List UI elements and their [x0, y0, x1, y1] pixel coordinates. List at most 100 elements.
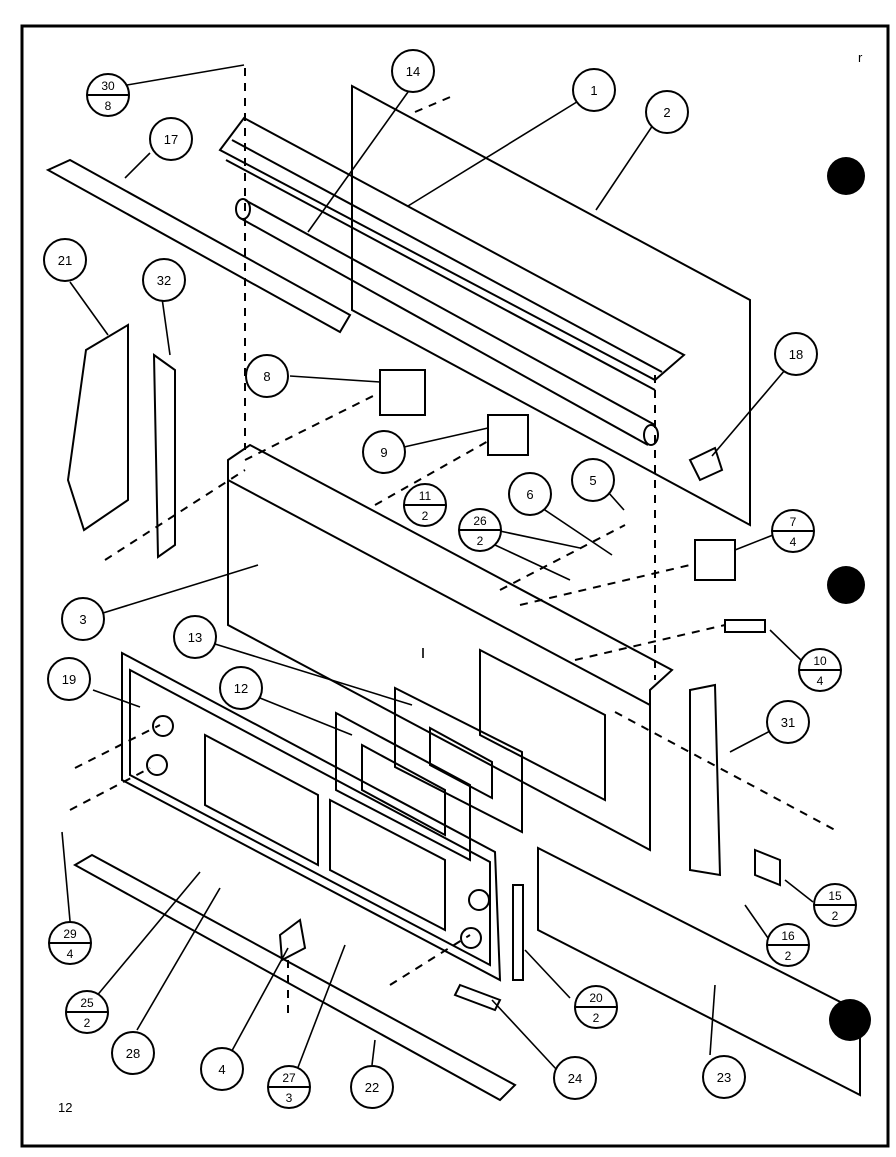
alignment-line	[414, 94, 456, 113]
callout-circle	[572, 68, 616, 112]
alignment-line	[389, 934, 471, 986]
leader-line	[227, 947, 289, 1059]
callout-label: 32	[157, 273, 171, 288]
callout-circle	[702, 1055, 746, 1099]
leader-line	[729, 729, 773, 753]
callout-label: 21	[58, 253, 72, 268]
part-window-inner	[429, 726, 493, 800]
leader-line	[124, 152, 151, 179]
part-display-bezel	[335, 711, 471, 862]
fraction-bottom: 4	[790, 535, 797, 549]
leader-line	[102, 564, 259, 614]
callout-circle	[245, 354, 289, 398]
callout-circle	[553, 1056, 597, 1100]
fraction-bottom: 2	[422, 509, 429, 523]
fraction-bottom: 2	[477, 534, 484, 548]
callout-circle	[173, 615, 217, 659]
callout-13: 13	[173, 615, 217, 659]
alignment-line	[614, 711, 836, 831]
fraction-top: 16	[781, 929, 795, 943]
part-knob-hole	[146, 754, 168, 776]
callout-circle	[362, 430, 406, 474]
leader-line	[734, 534, 774, 551]
part-front-cutout	[204, 733, 319, 867]
part-switch	[379, 369, 426, 416]
callout-18: 18	[774, 332, 818, 376]
part-tube-edge	[239, 217, 649, 446]
fraction-bottom: 2	[832, 909, 839, 923]
leader-line	[307, 91, 409, 233]
part-fuse	[724, 619, 766, 633]
part-tube-end	[235, 198, 251, 220]
part-top-channel-edge	[225, 159, 656, 391]
callout-31: 31	[766, 700, 810, 744]
callout-circle	[508, 472, 552, 516]
leader-line	[92, 689, 141, 708]
callout-circle	[149, 117, 193, 161]
fraction-callout-26: 262	[458, 508, 502, 552]
callout-label: 3	[79, 612, 86, 627]
part-label	[453, 983, 502, 1012]
part-top-channel-edge	[231, 139, 663, 373]
page-border	[20, 24, 890, 1148]
leader-line	[494, 529, 581, 549]
callout-23: 23	[702, 1055, 746, 1099]
leader-line	[69, 281, 109, 336]
part-bracket-plate	[754, 848, 781, 887]
leader-line	[769, 629, 804, 663]
callout-label: 1	[590, 83, 597, 98]
callout-12: 12	[219, 666, 263, 710]
fraction-top: 27	[282, 1071, 296, 1085]
fraction-top: 11	[419, 489, 432, 503]
fraction-callout-11: 112	[403, 483, 447, 527]
callout-28: 28	[111, 1031, 155, 1075]
part-front-cutout	[329, 798, 446, 932]
fraction-callout-15: 152	[813, 883, 857, 927]
part-tube-edge	[244, 199, 656, 426]
callout-label: 6	[526, 487, 533, 502]
callout-4: 4	[200, 1047, 244, 1091]
fraction-top: 7	[790, 515, 797, 529]
callout-22: 22	[350, 1065, 394, 1109]
leader-line	[494, 544, 571, 581]
fraction-bottom: 2	[785, 949, 792, 963]
callout-circle	[571, 458, 615, 502]
fraction-top: 26	[473, 514, 487, 528]
alignment-line	[244, 394, 376, 461]
part-lower-panel	[537, 846, 861, 1097]
alignment-line	[374, 439, 491, 506]
fraction-callout-10: 104	[798, 648, 842, 692]
fraction-top: 29	[63, 927, 77, 941]
part-bracket-small	[278, 918, 307, 962]
corner-mark: r	[858, 50, 863, 65]
leader-line	[711, 369, 786, 457]
leader-line	[214, 643, 413, 706]
callout-label: 23	[717, 1070, 731, 1085]
leader-line	[595, 121, 656, 211]
part-front-panel-inset	[129, 668, 491, 967]
fraction-top: 30	[101, 79, 115, 93]
callout-label: 9	[380, 445, 387, 460]
callout-8: 8	[245, 354, 289, 398]
leader-line	[407, 99, 581, 207]
callout-32: 32	[142, 258, 186, 302]
callout-circle	[766, 700, 810, 744]
fraction-bottom: 2	[84, 1016, 91, 1030]
callout-14: 14	[391, 49, 435, 93]
alignment-line	[574, 624, 726, 661]
alignment-line	[519, 564, 691, 606]
part-strip	[512, 884, 524, 981]
part-side-bracket	[66, 323, 129, 532]
fraction-bottom: 3	[286, 1091, 293, 1105]
fraction-top: 10	[813, 654, 827, 668]
callout-label: 5	[589, 473, 596, 488]
callout-label: 19	[62, 672, 76, 687]
callout-label: 4	[218, 1062, 225, 1077]
callout-label: 8	[263, 369, 270, 384]
callout-19: 19	[47, 657, 91, 701]
fraction-top: 15	[828, 889, 842, 903]
callout-label: 22	[365, 1080, 379, 1095]
alignment-line	[104, 469, 246, 561]
leader-line	[289, 375, 381, 383]
